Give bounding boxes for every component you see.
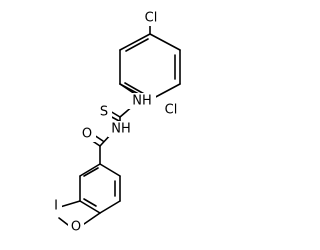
oxygen-label-methoxy: O — [71, 220, 81, 235]
chlorine-label-top: Cl — [145, 11, 158, 26]
atom-labels: Cl Cl NH S NH O I O — [50, 10, 184, 235]
bond-to-o-methoxy — [83, 212, 101, 225]
sulfur-label: S — [100, 105, 108, 120]
chlorine-label-ortho: Cl — [165, 103, 178, 118]
bond — [83, 198, 97, 207]
bond — [99, 200, 121, 214]
structure-canvas: Cl Cl NH S NH O I O — [50, 10, 184, 235]
bond — [79, 163, 101, 177]
nh-label-upper: NH — [132, 94, 152, 109]
bond — [99, 163, 121, 177]
nh-label-lower: NH — [111, 122, 131, 137]
iodomethoxyphenyl-ring — [79, 163, 121, 214]
bond — [125, 38, 149, 52]
bond-to-i — [59, 200, 81, 208]
bond — [119, 33, 151, 51]
bond — [149, 33, 181, 51]
molecule-structure: Cl Cl NH S NH O I O — [50, 10, 184, 235]
bond — [79, 200, 101, 214]
iodine-label: I — [54, 199, 58, 214]
oxygen-label-carbonyl: O — [82, 127, 92, 142]
bond — [83, 167, 99, 177]
